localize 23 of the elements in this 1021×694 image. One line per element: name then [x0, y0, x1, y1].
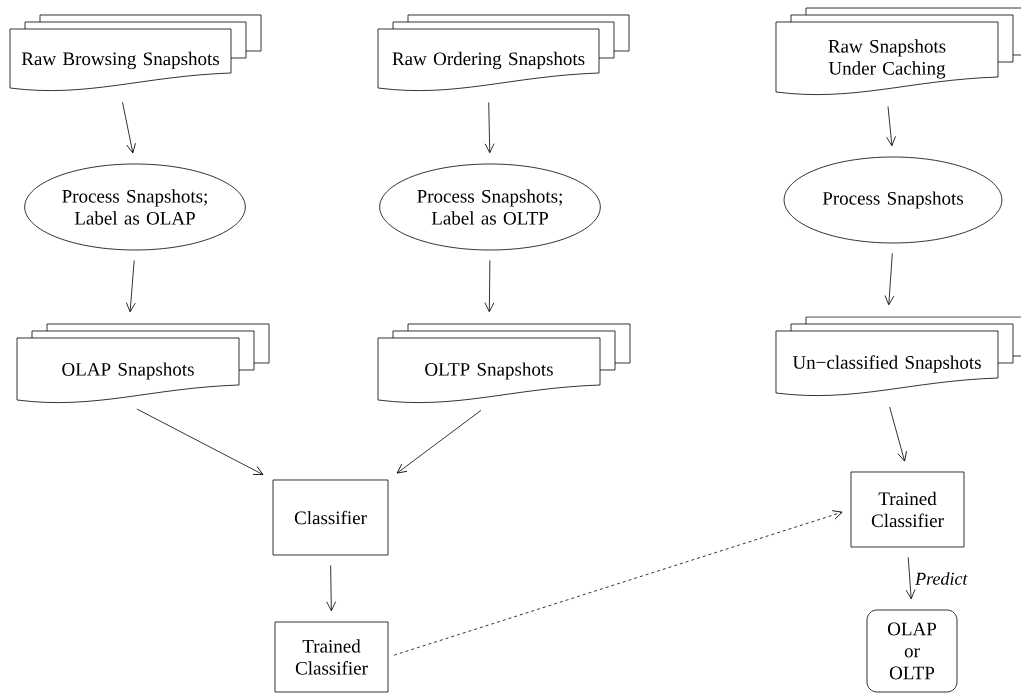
result-box: OLAP or OLTP [866, 609, 958, 693]
document-stack: Raw Snapshots Under Caching [775, 7, 1021, 95]
document-stack: Raw Browsing Snapshots [9, 14, 262, 91]
document-stack: OLTP Snapshots [377, 323, 631, 403]
document-stack: OLAP Snapshots [16, 323, 270, 403]
arrow [125, 259, 136, 313]
arrow [884, 253, 895, 306]
process-box: Classifier [272, 479, 389, 556]
document-stack: Un−classified Snapshots [775, 316, 1021, 396]
arrow [396, 410, 482, 474]
arrow [889, 406, 907, 462]
arrow [393, 510, 843, 656]
arrow [905, 556, 916, 600]
arrow [136, 408, 264, 475]
document-stack: Raw Ordering Snapshots [377, 14, 630, 91]
process-box: Trained Classifier [850, 471, 965, 548]
arrow [122, 101, 136, 154]
arrow [484, 102, 495, 154]
edge-label: Predict [914, 571, 969, 586]
arrow [326, 565, 337, 612]
process-box: Trained Classifier [274, 621, 389, 693]
arrow [886, 105, 896, 147]
arrow [484, 260, 495, 313]
